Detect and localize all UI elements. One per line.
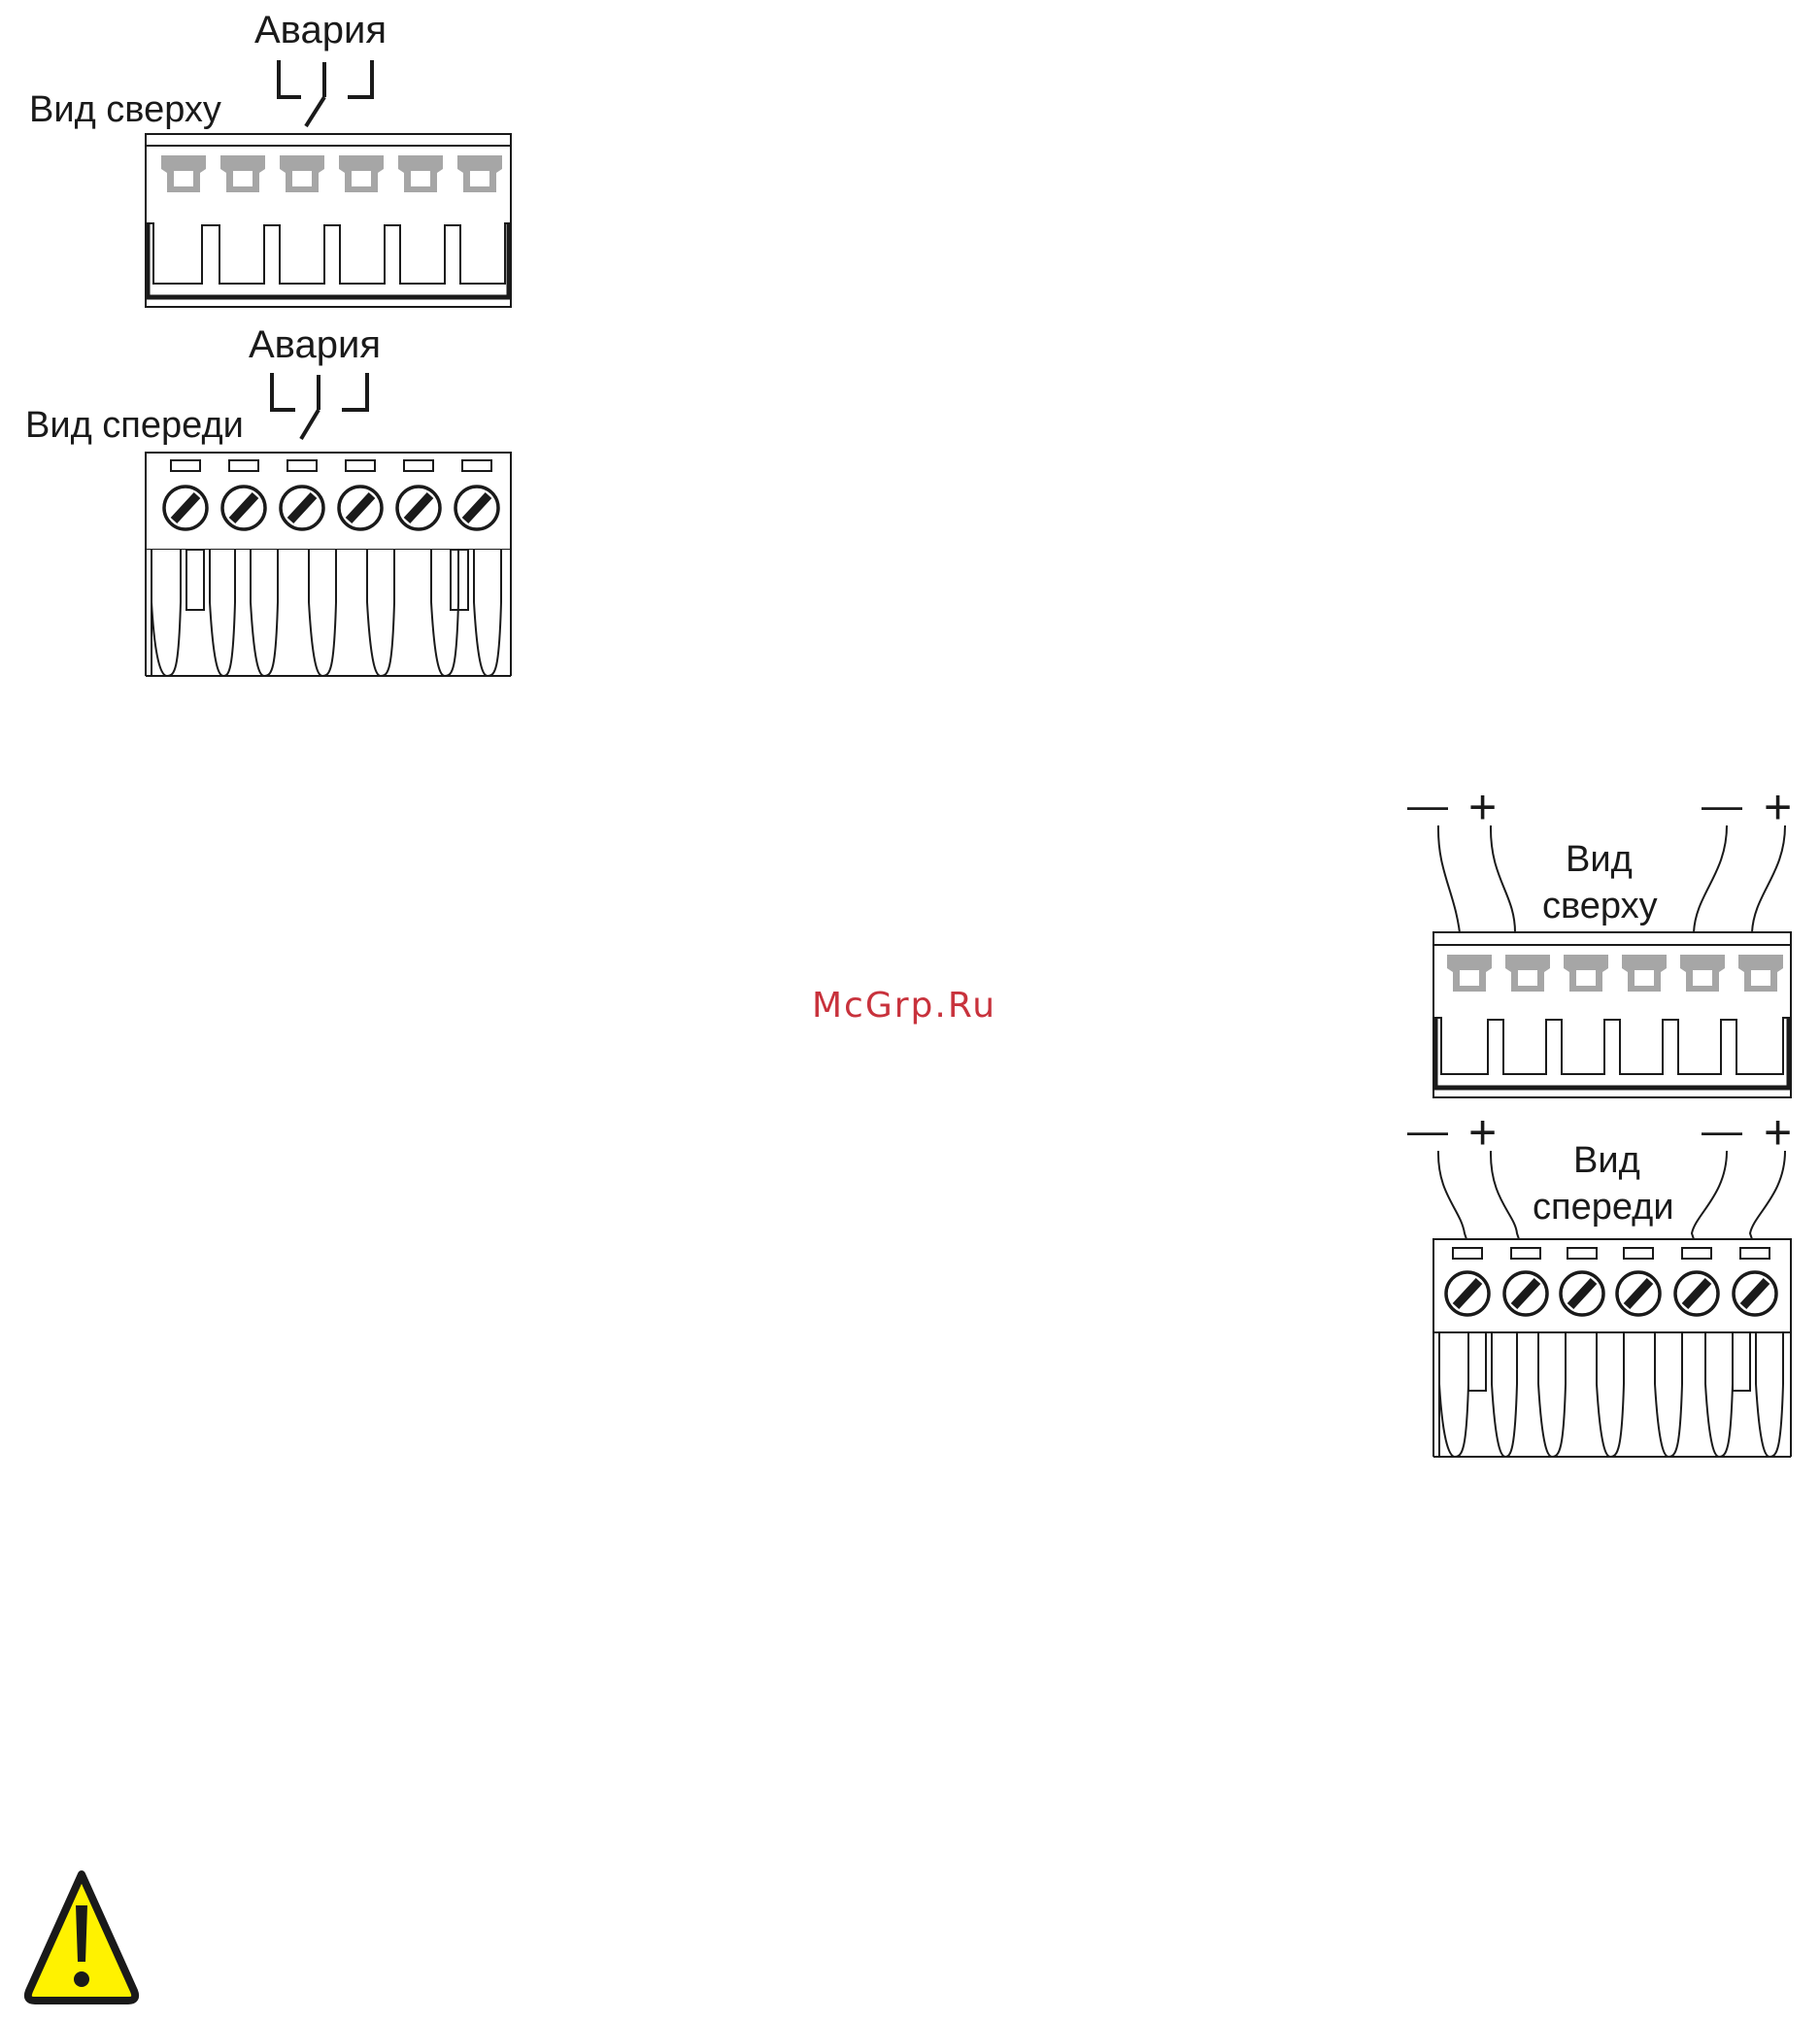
power-connector-top-view bbox=[1433, 932, 1791, 1097]
terminal-slot-5 bbox=[398, 155, 443, 192]
wire-entry-2 bbox=[229, 460, 258, 471]
power-screw-6 bbox=[1734, 1272, 1776, 1315]
alarm-connector-top-view bbox=[146, 134, 511, 307]
wire-entry-1 bbox=[171, 460, 200, 471]
power-wire-entry-2 bbox=[1511, 1248, 1540, 1259]
front-view-label-line2: спереди bbox=[1533, 1187, 1674, 1228]
top-view-label: Вид сверху bbox=[29, 89, 221, 130]
front-view-label: Вид спереди bbox=[25, 405, 244, 446]
plus-sign-front-1: + bbox=[1468, 1105, 1497, 1160]
power-wire-entry-1 bbox=[1453, 1248, 1482, 1259]
terminal-slot-3 bbox=[280, 155, 324, 192]
power-connector-front-view bbox=[1433, 1239, 1791, 1457]
alarm-label-top: Авария bbox=[254, 9, 387, 51]
plus-sign-front-2: + bbox=[1764, 1105, 1792, 1160]
screw-5 bbox=[397, 487, 440, 529]
watermark-text: McGrp.Ru bbox=[812, 986, 1026, 1026]
screw-3 bbox=[281, 487, 323, 529]
power-wire-entry-3 bbox=[1567, 1248, 1597, 1259]
terminal-slot-6 bbox=[457, 155, 502, 192]
top-view-label-line2: сверху bbox=[1542, 886, 1658, 926]
power-pin-housing-front bbox=[1433, 1332, 1791, 1457]
power-slot-3 bbox=[1564, 955, 1608, 992]
plus-sign-top-2: + bbox=[1764, 780, 1792, 834]
terminal-slot-4 bbox=[339, 155, 384, 192]
power-screw-2 bbox=[1504, 1272, 1547, 1315]
power-slot-1 bbox=[1447, 955, 1492, 992]
power-slot-5 bbox=[1680, 955, 1725, 992]
alarm-relay-symbol-front bbox=[272, 373, 367, 439]
power-slot-6 bbox=[1738, 955, 1783, 992]
warning-triangle-icon bbox=[28, 1874, 135, 2001]
screw-1 bbox=[164, 487, 207, 529]
power-connector-diagram: — + — + Вид сверху bbox=[1407, 780, 1792, 1457]
screw-6 bbox=[455, 487, 498, 529]
screw-2 bbox=[222, 487, 265, 529]
power-screw-4 bbox=[1617, 1272, 1660, 1315]
front-view-label-line1: Вид bbox=[1573, 1140, 1640, 1181]
minus-sign-top-2: — bbox=[1702, 782, 1742, 827]
power-slot-2 bbox=[1505, 955, 1550, 992]
wire-entry-4 bbox=[346, 460, 375, 471]
wire-entry-3 bbox=[287, 460, 317, 471]
power-screw-5 bbox=[1675, 1272, 1718, 1315]
power-wire-entry-5 bbox=[1682, 1248, 1711, 1259]
wire-entry-5 bbox=[404, 460, 433, 471]
power-screw-1 bbox=[1446, 1272, 1489, 1315]
screw-4 bbox=[339, 487, 382, 529]
terminal-slot-2 bbox=[220, 155, 265, 192]
power-wire-entry-4 bbox=[1624, 1248, 1653, 1259]
power-screw-3 bbox=[1561, 1272, 1603, 1315]
terminal-slot-1 bbox=[161, 155, 206, 192]
minus-sign-front-1: — bbox=[1407, 1107, 1448, 1153]
alarm-label-front: Авария bbox=[249, 323, 381, 366]
alarm-connector-front-view bbox=[146, 453, 511, 676]
plus-sign-top-1: + bbox=[1468, 780, 1497, 834]
top-view-label-line1: Вид bbox=[1566, 839, 1633, 880]
alarm-connector-diagram: Авария Вид сверху Авари bbox=[25, 9, 511, 676]
wire-entry-6 bbox=[462, 460, 491, 471]
power-wire-entry-6 bbox=[1740, 1248, 1769, 1259]
pin-housing-front bbox=[146, 550, 511, 676]
power-slot-4 bbox=[1622, 955, 1667, 992]
alarm-relay-symbol-top bbox=[279, 60, 372, 126]
minus-sign-front-2: — bbox=[1702, 1107, 1742, 1153]
minus-sign-top-1: — bbox=[1407, 782, 1448, 827]
